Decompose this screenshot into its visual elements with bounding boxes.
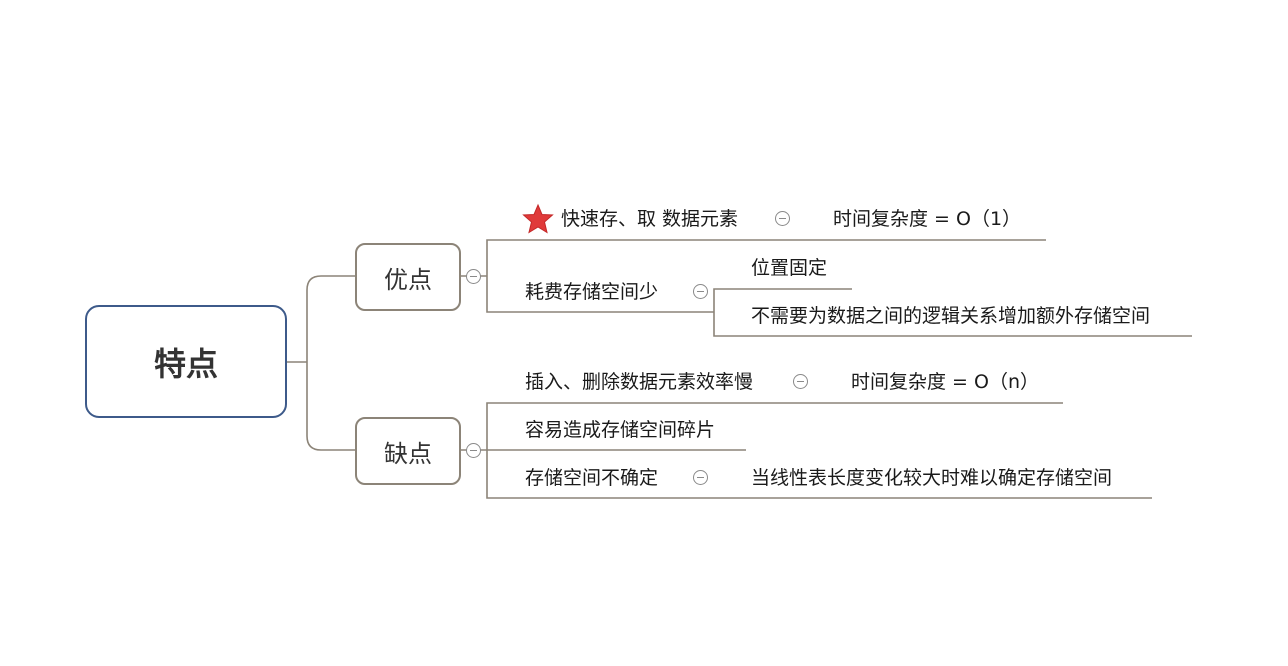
fragmentation-topic[interactable]: 容易造成存储空间碎片: [525, 419, 716, 441]
root-topic-label: 特点: [153, 344, 218, 383]
storage-efficient-topic[interactable]: 耗费存储空间少: [525, 281, 659, 303]
slow-insert-delete-topic[interactable]: 插入、删除数据元素效率慢: [525, 371, 754, 393]
disadvantages-topic-label: 缺点: [384, 439, 432, 468]
storage-efficient-collapse-icon[interactable]: [693, 284, 708, 299]
disadvantages-collapse-icon[interactable]: [466, 443, 481, 458]
slow-insert-delete-collapse-icon[interactable]: [793, 374, 808, 389]
advantages-topic-label: 优点: [384, 265, 432, 294]
disadvantages-topic[interactable]: 缺点: [355, 417, 461, 485]
slow-insert-delete-complexity-note[interactable]: 时间复杂度 = O（n）: [851, 371, 1039, 393]
uncertain-storage-collapse-icon[interactable]: [693, 470, 708, 485]
fast-access-collapse-icon[interactable]: [775, 211, 790, 226]
uncertain-storage-note[interactable]: 当线性表长度变化较大时难以确定存储空间: [751, 467, 1113, 489]
fast-access-complexity-note[interactable]: 时间复杂度 = O（1）: [833, 208, 1022, 230]
root-topic[interactable]: 特点: [85, 305, 287, 418]
fixed-position-topic[interactable]: 位置固定: [751, 257, 828, 279]
star-icon: [522, 203, 554, 234]
fast-access-topic[interactable]: 快速存、取 数据元素: [561, 208, 739, 230]
no-extra-storage-topic[interactable]: 不需要为数据之间的逻辑关系增加额外存储空间: [751, 305, 1151, 327]
advantages-topic[interactable]: 优点: [355, 243, 461, 311]
uncertain-storage-topic[interactable]: 存储空间不确定: [525, 467, 659, 489]
advantages-collapse-icon[interactable]: [466, 269, 481, 284]
